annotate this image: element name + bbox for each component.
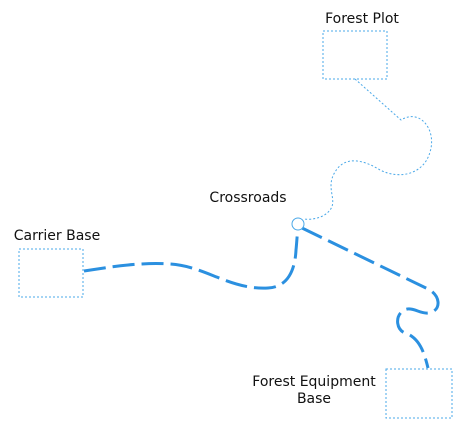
crossroads-label: Crossroads — [209, 190, 286, 206]
forest-plot-label: Forest Plot — [325, 11, 399, 27]
carrier-base-label: Carrier Base — [14, 228, 100, 244]
route-carrier-base-to-crossroads — [83, 229, 300, 290]
crossroads-junction-marker[interactable] — [291, 217, 305, 231]
forest-equipment-base-box[interactable] — [385, 368, 453, 419]
carrier-base-box[interactable] — [18, 248, 84, 298]
forest-equipment-base-label-line-2: Base — [297, 391, 331, 407]
route-crossroads-to-forest-equipment-base — [301, 226, 440, 369]
forest-plot-box[interactable] — [322, 30, 388, 80]
forest-equipment-base-label-line-1: Forest Equipment — [252, 374, 376, 390]
route-forest-plot-to-crossroads — [303, 78, 432, 220]
